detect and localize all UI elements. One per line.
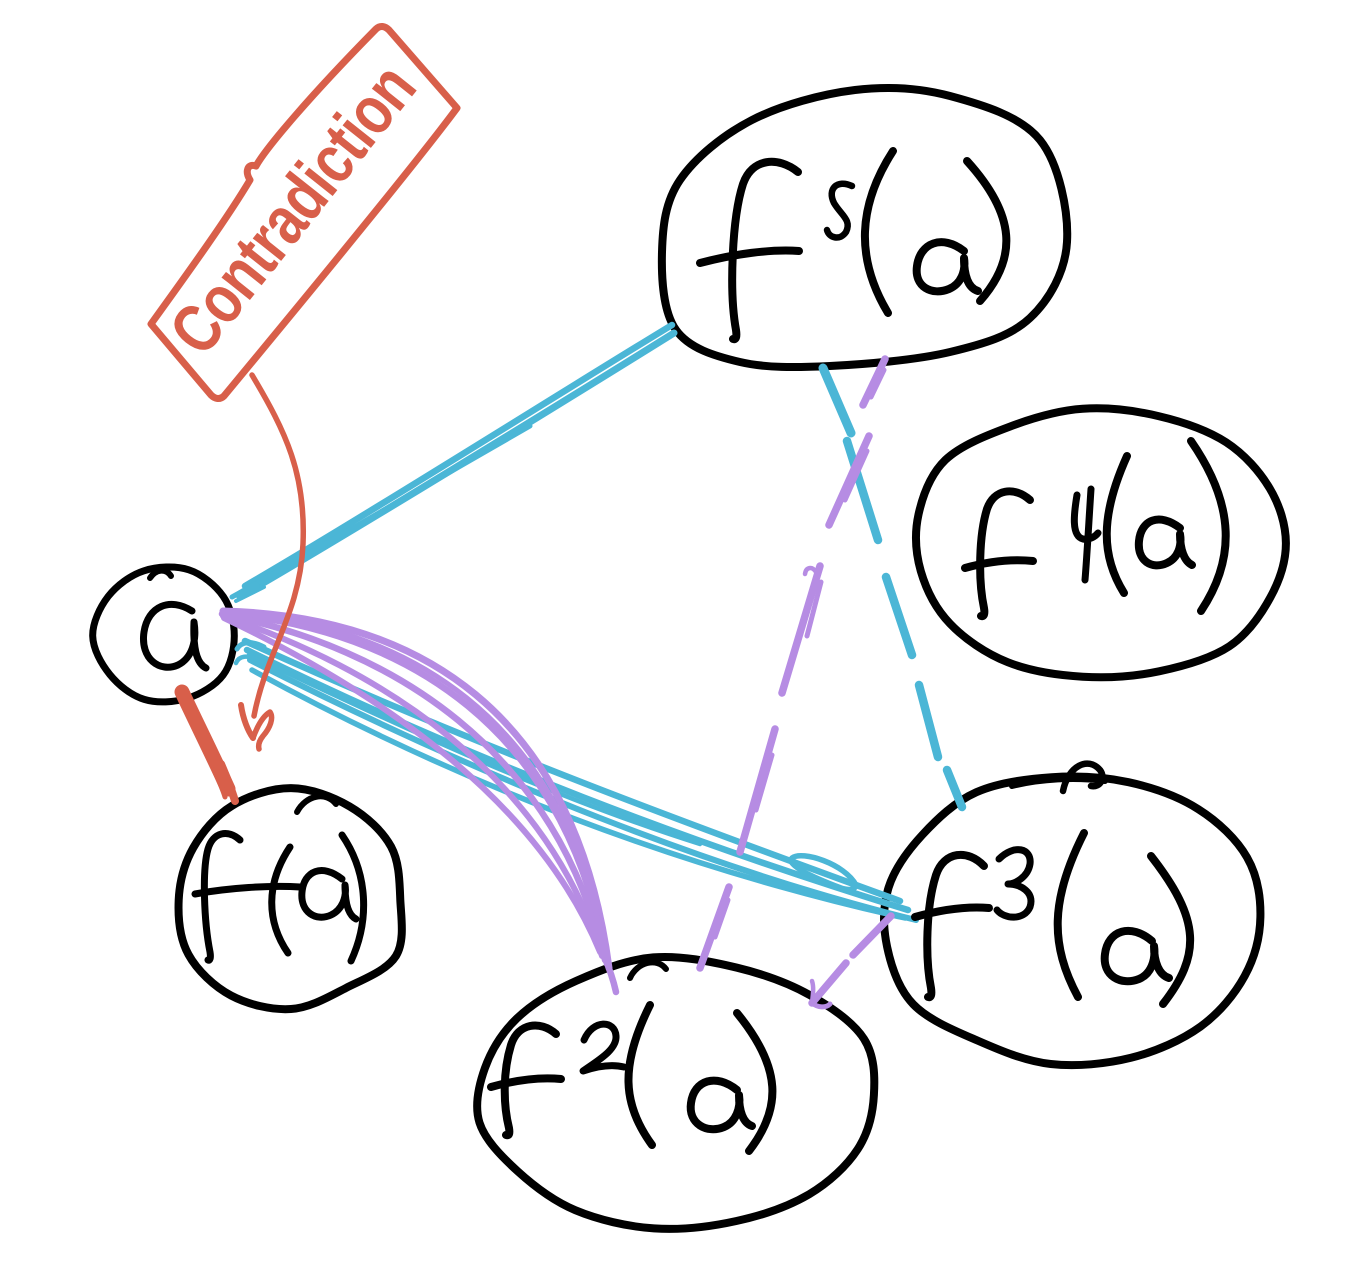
svg-text:Contradiction: Contradiction <box>156 51 431 369</box>
